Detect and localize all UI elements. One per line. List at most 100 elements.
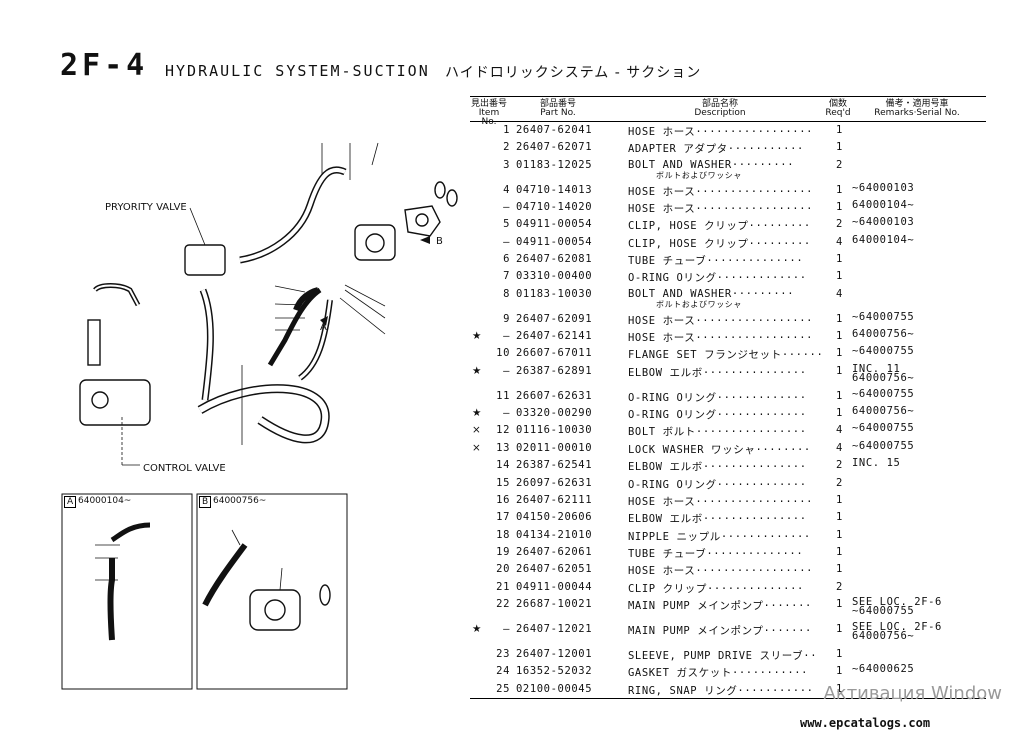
row-remarks: SEE LOC. 2F-6 (852, 595, 942, 608)
footer-url: www.epcatalogs.com (800, 716, 931, 730)
row-part-no: 26407-12021 (516, 622, 593, 635)
row-item-no: 11 (496, 389, 510, 402)
row-description: GASKET ガスケット··········· (628, 667, 809, 680)
row-description: HOSE ホース················· (628, 203, 814, 216)
row-part-no: 26687-10021 (516, 597, 593, 610)
row-remarks: 64000756~ (852, 405, 915, 418)
row-description: LOCK WASHER ワッシャ········ (628, 443, 811, 456)
row-description: O-RING Oリング············· (628, 409, 807, 422)
row-remarks: SEE LOC. 2F-6 (852, 620, 942, 633)
col-remarks: Remarks·Serial No. (874, 108, 960, 118)
row-description: TUBE チューブ·············· (628, 255, 804, 268)
row-item-no: 16 (496, 493, 510, 506)
row-part-no: 16352-52032 (516, 665, 593, 678)
row-item-no: 15 (496, 476, 510, 489)
row-qty: 1 (836, 347, 843, 360)
row-qty: 4 (836, 424, 843, 437)
row-remarks: ~64000755 (852, 310, 915, 323)
row-part-no: 26387-62891 (516, 364, 593, 377)
row-remarks: 64000756~ (852, 328, 915, 341)
row-part-no: 26407-12001 (516, 647, 593, 660)
row-part-no: 04710-14020 (516, 201, 593, 214)
row-qty: 1 (836, 270, 843, 283)
row-part-no: 04150-20606 (516, 511, 593, 524)
row-item-no: — (503, 622, 510, 635)
row-item-no: — (503, 330, 510, 343)
row-remarks: 64000104~ (852, 233, 915, 246)
row-description: ELBOW エルボ··············· (628, 513, 807, 526)
row-part-no: 26387-62541 (516, 459, 593, 472)
row-item-no: 19 (496, 545, 510, 558)
row-item-no: 3 (503, 158, 510, 171)
row-description: HOSE ホース················· (628, 185, 814, 198)
col-remarks-jp: 備考・適用号車 (885, 99, 949, 109)
row-remarks: INC. 11 (852, 362, 901, 375)
row-description: CLIP, HOSE クリップ········· (628, 237, 811, 250)
inset-b-tag: B (199, 496, 212, 508)
row-description: CLIP クリップ·············· (628, 582, 804, 595)
exploded-diagram (61, 142, 458, 690)
row-description: SLEEVE, PUMP DRIVE スリーブ·· (628, 649, 818, 662)
row-item-no: 18 (496, 528, 510, 541)
row-part-no: 04911-00054 (516, 218, 593, 231)
row-item-no: 10 (496, 347, 510, 360)
row-remarks-2: 64000756~ (852, 371, 915, 384)
row-description: ELBOW エルボ··············· (628, 366, 807, 379)
inset-a-serial: 64000104~ (78, 496, 132, 506)
row-part-no: 26407-62111 (516, 493, 593, 506)
row-qty: 1 (836, 622, 843, 635)
row-item-no: 5 (503, 218, 510, 231)
row-item-no: 1 (503, 124, 510, 136)
row-description: NIPPLE ニップル············· (628, 530, 811, 543)
row-item-no: 9 (503, 312, 510, 325)
table-bottom-rule (470, 697, 986, 699)
row-part-no: 04911-00054 (516, 235, 593, 248)
row-part-no: 26407-62081 (516, 253, 593, 266)
inset-b-serial: 64000756~ (213, 496, 267, 506)
row-part-no: 01183-10030 (516, 287, 593, 300)
row-description-jp: ボルトおよびワッシャ (656, 299, 742, 309)
control-valve-label: CONTROL VALVE (143, 463, 226, 474)
row-remarks: INC. 15 (852, 457, 901, 470)
row-item-no: 22 (496, 597, 510, 610)
row-item-no: — (503, 364, 510, 377)
row-qty: 1 (836, 124, 843, 136)
row-qty: 1 (836, 330, 843, 343)
row-qty: 1 (836, 407, 843, 420)
col-desc-jp: 部品名称 (701, 99, 738, 109)
page-title: HYDRAULIC SYSTEM-SUCTION (165, 62, 430, 80)
row-remarks: ~64000103 (852, 216, 915, 229)
row-qty: 4 (836, 235, 843, 248)
watermark-text: Активация Window (823, 683, 1002, 704)
row-part-no: 26407-62051 (516, 563, 593, 576)
row-part-no: 26407-62091 (516, 312, 593, 325)
arrow-b-label: B (436, 236, 443, 247)
col-qty-jp: 個数 (828, 99, 847, 109)
row-description: O-RING Oリング············· (628, 478, 807, 491)
row-part-no: 26097-62631 (516, 476, 593, 489)
row-part-no: 26407-62071 (516, 141, 593, 154)
row-description: BOLT AND WASHER········· (628, 287, 795, 300)
row-description: BOLT ボルト················ (628, 426, 807, 439)
row-part-no: 02100-00045 (516, 682, 593, 695)
priority-valve-label: PRYORITY VALVE (105, 202, 187, 213)
row-part-no: 26407-62061 (516, 545, 593, 558)
